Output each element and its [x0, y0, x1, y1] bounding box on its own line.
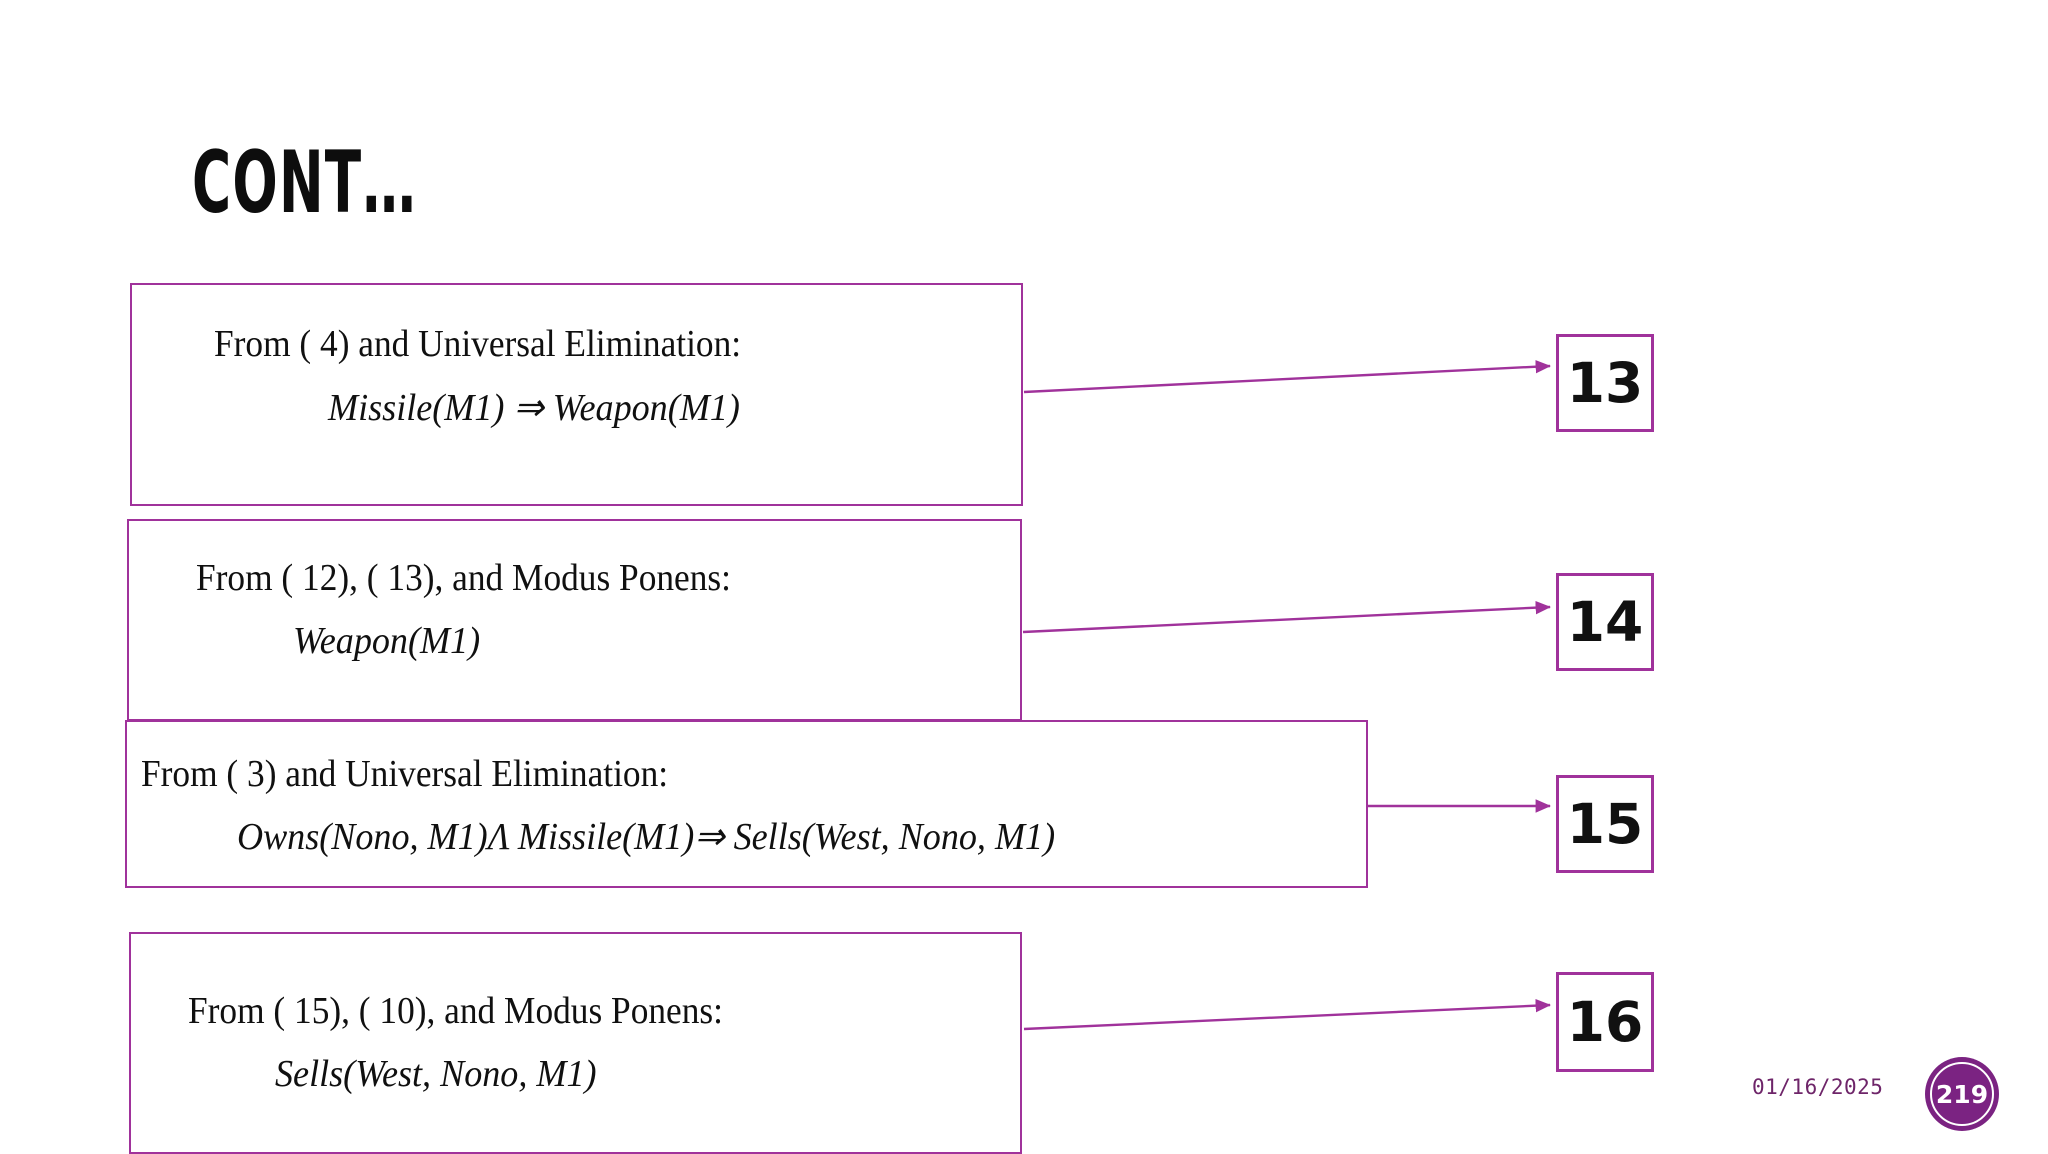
callout-box-14: 14 — [1556, 573, 1654, 671]
footer-date: 01/16/2025 — [1752, 1075, 1884, 1099]
statement-box-2-formula: Weapon(M1) — [293, 620, 481, 662]
statement-box-1-premise: From ( 4) and Universal Elimination: — [214, 323, 742, 365]
callout-number-14: 14 — [1566, 589, 1644, 654]
callout-box-13: 13 — [1556, 334, 1654, 432]
page-number-badge: 219 — [1925, 1057, 1999, 1131]
statement-box-4: From ( 15), ( 10), and Modus Ponens: Sel… — [129, 932, 1022, 1154]
statement-box-1-formula: Missile(M1) ⇒ Weapon(M1) — [328, 387, 740, 429]
callout-number-16: 16 — [1566, 989, 1644, 1054]
page-title: CONT… — [192, 133, 417, 233]
arrow-to-13 — [1023, 359, 1551, 394]
statement-box-3-premise: From ( 3) and Universal Elimination: — [141, 753, 669, 795]
callout-number-13: 13 — [1566, 350, 1644, 415]
statement-box-4-formula: Sells(West, Nono, M1) — [275, 1053, 597, 1095]
callout-box-16: 16 — [1556, 972, 1654, 1072]
statement-box-2: From ( 12), ( 13), and Modus Ponens: Wea… — [127, 519, 1022, 721]
statement-box-3: From ( 3) and Universal Elimination: Own… — [125, 720, 1368, 888]
page-number-text: 219 — [1935, 1079, 1989, 1109]
arrow-to-14 — [1022, 600, 1551, 634]
arrow-to-16 — [1023, 998, 1551, 1031]
statement-box-2-premise: From ( 12), ( 13), and Modus Ponens: — [196, 557, 731, 599]
statement-box-1: From ( 4) and Universal Elimination: Mis… — [130, 283, 1023, 506]
statement-box-4-premise: From ( 15), ( 10), and Modus Ponens: — [188, 990, 723, 1032]
callout-number-15: 15 — [1566, 791, 1644, 856]
statement-box-3-formula: Owns(Nono, M1)Λ Missile(M1)⇒ Sells(West,… — [237, 816, 1056, 858]
callout-box-15: 15 — [1556, 775, 1654, 873]
